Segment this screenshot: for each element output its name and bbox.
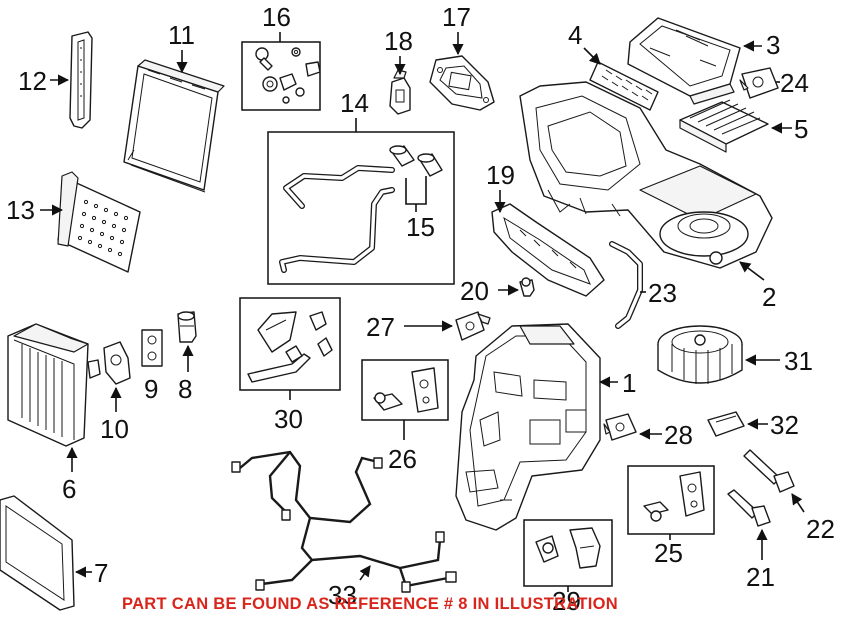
box-26 [361, 359, 449, 421]
callout-30: 30 [274, 404, 303, 434]
part-33-wiring-harness [231, 450, 457, 593]
part-29-connectors [535, 527, 601, 569]
callout-12: 12 [18, 66, 47, 96]
part-8-pressure-switch [177, 311, 197, 343]
callout-6: 6 [62, 474, 76, 504]
part-4-grille [589, 61, 659, 111]
part-23-drain-tube [609, 241, 643, 329]
callout-32: 32 [770, 410, 799, 440]
box-16 [241, 41, 321, 111]
part-22-sensor [743, 449, 795, 493]
part-10-expansion-valve [103, 341, 131, 385]
part-24-actuator [739, 67, 779, 99]
part-15-clamps [389, 145, 443, 177]
callout-3: 3 [766, 30, 780, 60]
part-13-radiator-core [57, 171, 141, 273]
callout-5: 5 [794, 114, 808, 144]
part-32-sensor [707, 411, 745, 437]
part-25-bracket [643, 471, 705, 522]
callout-27: 27 [366, 312, 395, 342]
part-26-bracket [373, 367, 439, 413]
callout-2: 2 [762, 282, 776, 312]
part-30-linkage [247, 311, 333, 383]
part-14-hoses [279, 165, 395, 273]
part-12-bracket [69, 31, 93, 129]
callout-26: 26 [388, 444, 417, 474]
part-17-gasket [429, 55, 495, 111]
part-1-lower-housing [455, 323, 601, 531]
part-27-actuator [455, 311, 491, 341]
callout-29: 29 [552, 586, 581, 616]
callout-11: 11 [168, 20, 195, 50]
callout-14: 14 [340, 88, 369, 118]
callout-19: 19 [486, 160, 515, 190]
part-28-actuator [603, 413, 637, 441]
part-2-blower-housing [519, 81, 773, 269]
callout-24: 24 [780, 68, 809, 98]
callout-7: 7 [94, 558, 108, 588]
callout-8: 8 [178, 374, 192, 404]
part-7-seal [0, 495, 75, 611]
part-18-sensor [389, 69, 411, 115]
callout-1: 1 [622, 368, 636, 398]
callout-18: 18 [384, 26, 413, 56]
part-3-upper-housing [627, 17, 741, 105]
callout-33: 33 [328, 580, 357, 610]
callout-15: 15 [406, 212, 435, 242]
callout-10: 10 [100, 414, 129, 444]
callout-13: 13 [6, 195, 35, 225]
part-5-cabin-filter [679, 99, 769, 153]
reference-note: PART CAN BE FOUND AS REFERENCE # 8 IN IL… [122, 595, 618, 613]
part-20-clip [519, 277, 535, 297]
callout-25: 25 [654, 538, 683, 568]
part-11-heater-core [123, 59, 225, 193]
callout-23: 23 [648, 278, 677, 308]
callout-28: 28 [664, 420, 693, 450]
part-16-fasteners [255, 47, 321, 104]
part-21-sensor [727, 489, 771, 527]
callout-17: 17 [442, 2, 471, 32]
box-14 [267, 131, 455, 285]
part-31-blower-motor [657, 325, 743, 384]
callout-4: 4 [568, 20, 582, 50]
part-9-o-rings [141, 329, 163, 367]
callout-22: 22 [806, 514, 835, 544]
part-19-duct [491, 203, 605, 297]
callout-20: 20 [460, 276, 489, 306]
callout-21: 21 [746, 562, 775, 592]
callout-9: 9 [144, 374, 158, 404]
box-25 [627, 465, 715, 535]
part-6-evaporator [7, 323, 101, 447]
callout-31: 31 [784, 346, 813, 376]
callout-16: 16 [262, 2, 291, 32]
